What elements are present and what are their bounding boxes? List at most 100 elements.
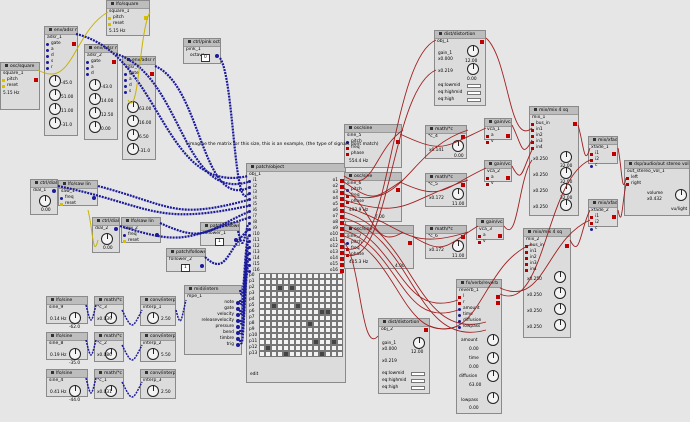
outlet[interactable]	[236, 325, 240, 329]
lowpass-knob[interactable]	[487, 392, 499, 404]
gain-knob[interactable]	[560, 151, 572, 163]
matrix-cell[interactable]	[277, 333, 283, 339]
matrix-cell[interactable]	[337, 291, 343, 297]
matrix-cell[interactable]	[283, 327, 289, 333]
outlet[interactable]	[52, 189, 56, 193]
matrix-cell[interactable]	[259, 303, 265, 309]
matrix-cell[interactable]	[331, 273, 337, 279]
matrix-cell[interactable]	[319, 339, 325, 345]
attack-knob[interactable]	[89, 79, 101, 91]
matrix-cell[interactable]	[259, 309, 265, 315]
inlet[interactable]	[346, 247, 349, 251]
inlet[interactable]	[60, 196, 63, 200]
matrix-cell[interactable]	[319, 309, 325, 315]
matrix-cell[interactable]	[331, 345, 337, 351]
matrix-cell[interactable]	[259, 351, 265, 357]
matrix-cell[interactable]	[271, 315, 277, 321]
inlet[interactable]	[531, 128, 534, 132]
matrix-cell[interactable]	[331, 279, 337, 285]
matrix-cell[interactable]	[265, 345, 271, 351]
matrix-cell[interactable]	[289, 279, 295, 285]
matrix-cell[interactable]	[319, 321, 325, 327]
matrix-cell[interactable]	[283, 297, 289, 303]
object-header[interactable]: env/adsr m	[123, 57, 155, 65]
matrix-cell[interactable]	[277, 297, 283, 303]
patch-cord[interactable]	[121, 309, 143, 326]
gain-knob[interactable]	[452, 240, 464, 252]
matrix-cell[interactable]	[283, 345, 289, 351]
inlet[interactable]	[590, 227, 593, 231]
matrix-cell[interactable]	[259, 333, 265, 339]
matrix-cell[interactable]	[289, 273, 295, 279]
patch-cord[interactable]	[121, 381, 143, 398]
outlet[interactable]	[506, 176, 510, 180]
inlet[interactable]	[248, 215, 251, 219]
matrix-cell[interactable]	[319, 285, 325, 291]
matrix-cell[interactable]	[307, 339, 313, 345]
outlet[interactable]	[340, 203, 344, 207]
matrix-cell[interactable]	[283, 321, 289, 327]
outlet[interactable]	[340, 221, 344, 225]
inlet[interactable]	[531, 134, 534, 138]
inlet[interactable]	[123, 239, 126, 243]
outlet[interactable]	[340, 269, 344, 273]
outlet[interactable]	[236, 319, 240, 323]
matrix-cell[interactable]	[307, 273, 313, 279]
inlet[interactable]	[248, 185, 251, 189]
matrix-cell[interactable]	[319, 333, 325, 339]
matrix-cell[interactable]	[331, 297, 337, 303]
inlet[interactable]	[248, 269, 251, 273]
matrix-cell[interactable]	[325, 339, 331, 345]
outlet[interactable]	[340, 233, 344, 237]
object-header[interactable]: mix/xfade	[589, 200, 617, 208]
object-header[interactable]: ctrl/pink oct	[184, 39, 220, 47]
matrix-cell[interactable]	[277, 279, 283, 285]
outlet[interactable]	[340, 239, 344, 243]
inlet[interactable]	[346, 152, 349, 156]
lfo-saw-object[interactable]: lfo/saw lin saw_2 freq reset	[121, 217, 161, 243]
dial-knob[interactable]	[39, 195, 51, 207]
inlet[interactable]	[248, 239, 251, 243]
outlet[interactable]	[92, 196, 96, 200]
object-header[interactable]: patch/follower	[167, 249, 205, 257]
outlet[interactable]	[424, 328, 428, 332]
matrix-cell[interactable]	[301, 303, 307, 309]
env-adsr-object[interactable]: env/adsr m adsr_1 gate a d s r -45.0 51.…	[44, 26, 78, 136]
inlet[interactable]	[486, 182, 489, 186]
object-header[interactable]: conv/interp	[141, 370, 175, 378]
inlet[interactable]	[590, 221, 593, 225]
outlet[interactable]	[612, 215, 616, 219]
matrix-cell[interactable]	[289, 333, 295, 339]
drive-knob[interactable]	[467, 63, 479, 75]
matrix-cell[interactable]	[271, 321, 277, 327]
matrix-cell[interactable]	[313, 333, 319, 339]
inlet[interactable]	[108, 16, 111, 20]
matrix-cell[interactable]	[325, 351, 331, 357]
matrix-cell[interactable]	[313, 309, 319, 315]
outlet[interactable]	[340, 251, 344, 255]
inlet[interactable]	[458, 301, 461, 305]
object-header[interactable]: mix/mix 4 sq	[524, 229, 570, 237]
xfade-object[interactable]: mix/xfade xfade_2 i1 i2 c	[588, 199, 618, 231]
inlet[interactable]	[124, 72, 127, 76]
lfo-square-object[interactable]: lfo/square square_1 pitch reset 5.15 Hz	[106, 0, 150, 36]
matrix-cell[interactable]	[301, 315, 307, 321]
object-header[interactable]: osc/sine	[345, 125, 401, 133]
inlet[interactable]	[123, 233, 126, 237]
outlet[interactable]	[150, 72, 154, 76]
matrix-cell[interactable]	[295, 321, 301, 327]
object-header[interactable]: osc/sine	[345, 173, 401, 181]
matrix-cell[interactable]	[283, 315, 289, 321]
object-header[interactable]: gain/vca	[485, 161, 511, 169]
object-header[interactable]: env/adsr m	[45, 27, 77, 35]
matrix-cell[interactable]	[319, 291, 325, 297]
outlet[interactable]	[496, 301, 500, 305]
matrix-cell[interactable]	[283, 291, 289, 297]
inlet[interactable]	[86, 60, 89, 64]
inlet[interactable]	[124, 78, 127, 82]
lfo-sine-object[interactable]: lfo/sine sine_9 0.14 Hz -62.0	[46, 296, 88, 330]
matrix-cell[interactable]	[265, 351, 271, 357]
inlet[interactable]	[486, 176, 489, 180]
inlet[interactable]	[478, 234, 481, 238]
